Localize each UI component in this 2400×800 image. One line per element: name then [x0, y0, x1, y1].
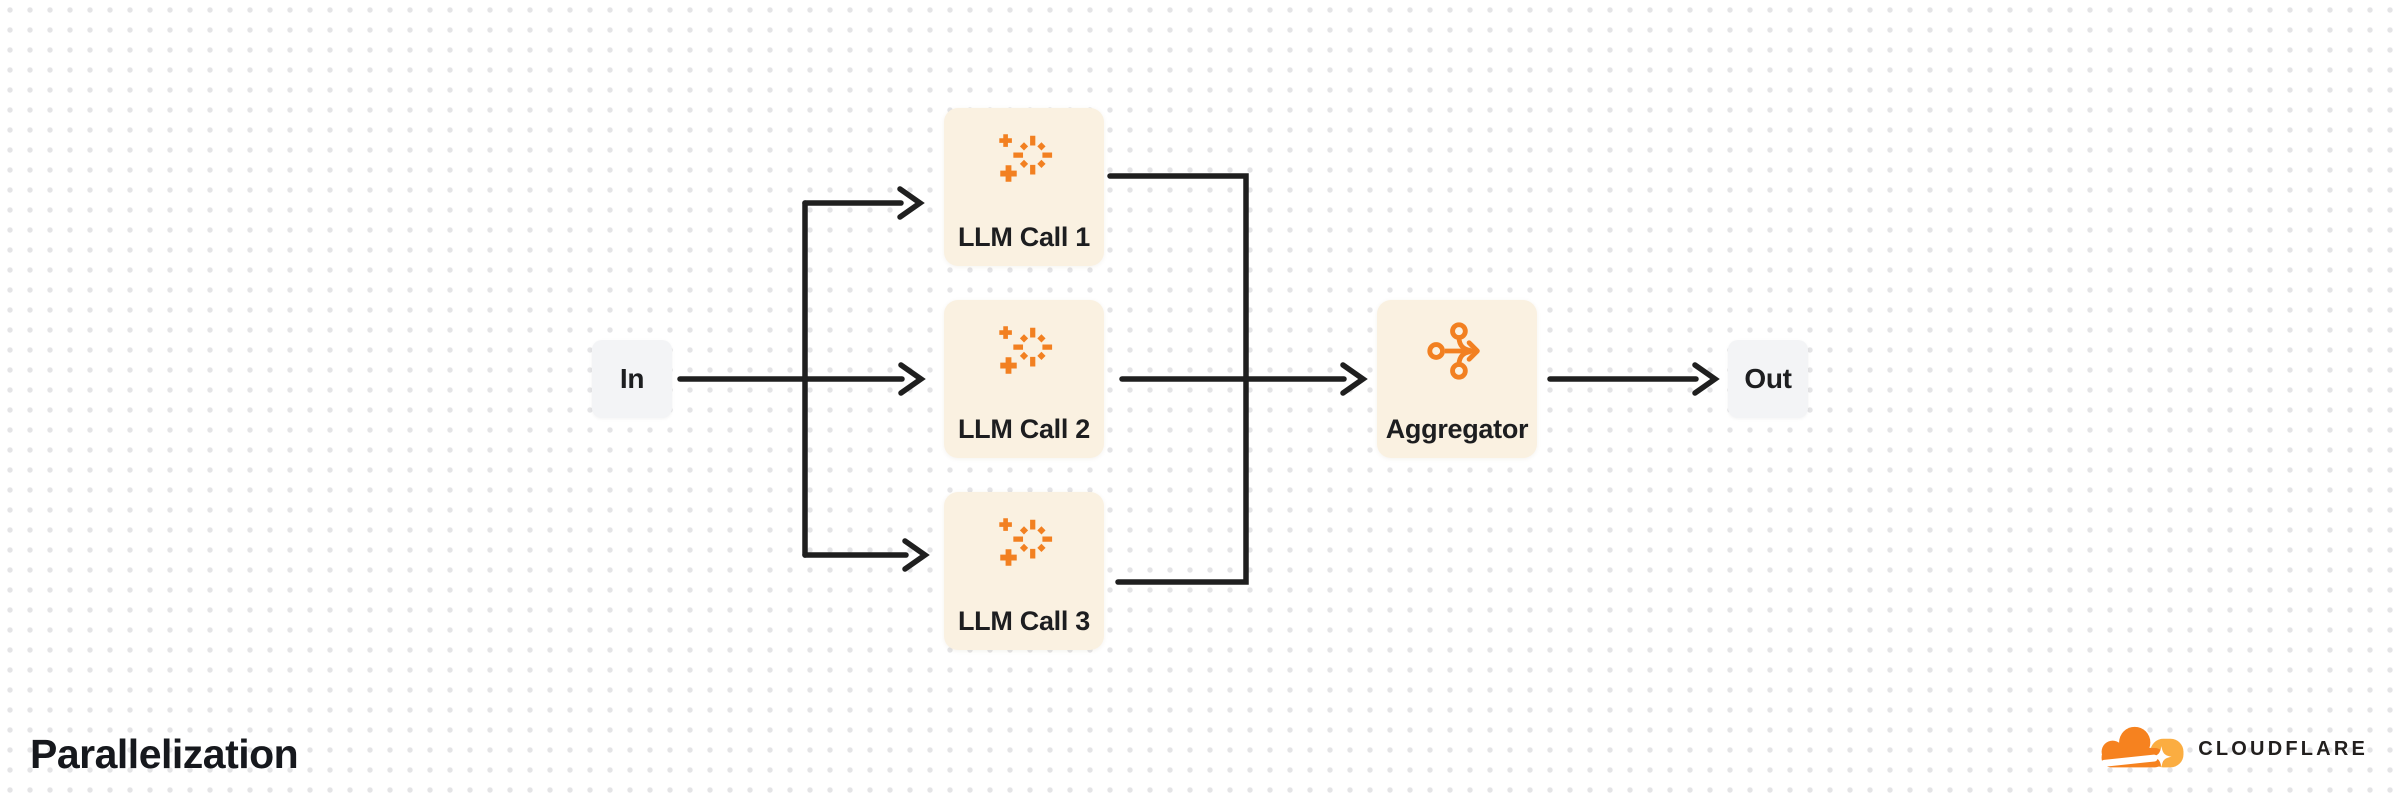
- arrowhead-aggregator: [1340, 362, 1368, 396]
- arrowhead-llm2: [898, 362, 926, 396]
- diagram-title: Parallelization: [30, 731, 299, 777]
- ai-spark-icon: [999, 518, 1053, 566]
- llm-call-2-label: LLM Call 2: [957, 414, 1090, 444]
- llm-call-2-node: LLM Call 2: [944, 300, 1104, 458]
- aggregator-label: Aggregator: [1385, 414, 1529, 444]
- cloudflare-logo: CLOUDFLARE: [2097, 721, 2368, 775]
- llm-call-1-node: LLM Call 1: [944, 108, 1104, 266]
- cloudflare-cloud-icon: [2101, 726, 2184, 768]
- llm-call-3-label: LLM Call 3: [957, 606, 1090, 636]
- output-node-label: Out: [1744, 363, 1792, 394]
- ai-spark-icon: [999, 134, 1053, 182]
- arrowhead-out: [1692, 362, 1720, 396]
- merge-arrow-icon: [1427, 322, 1480, 380]
- input-node-label: In: [619, 363, 645, 394]
- aggregator-node: Aggregator: [1377, 300, 1537, 458]
- llm-call-1-label: LLM Call 1: [957, 222, 1090, 252]
- arrowhead-llm3: [902, 538, 930, 572]
- llm-call-3-node: LLM Call 3: [944, 492, 1104, 650]
- input-node: In: [592, 340, 672, 418]
- arrowhead-llm1: [897, 186, 925, 220]
- output-node: Out: [1728, 340, 1808, 418]
- cloudflare-wordmark: CLOUDFLARE: [2198, 737, 2368, 760]
- ai-spark-icon: [999, 326, 1053, 374]
